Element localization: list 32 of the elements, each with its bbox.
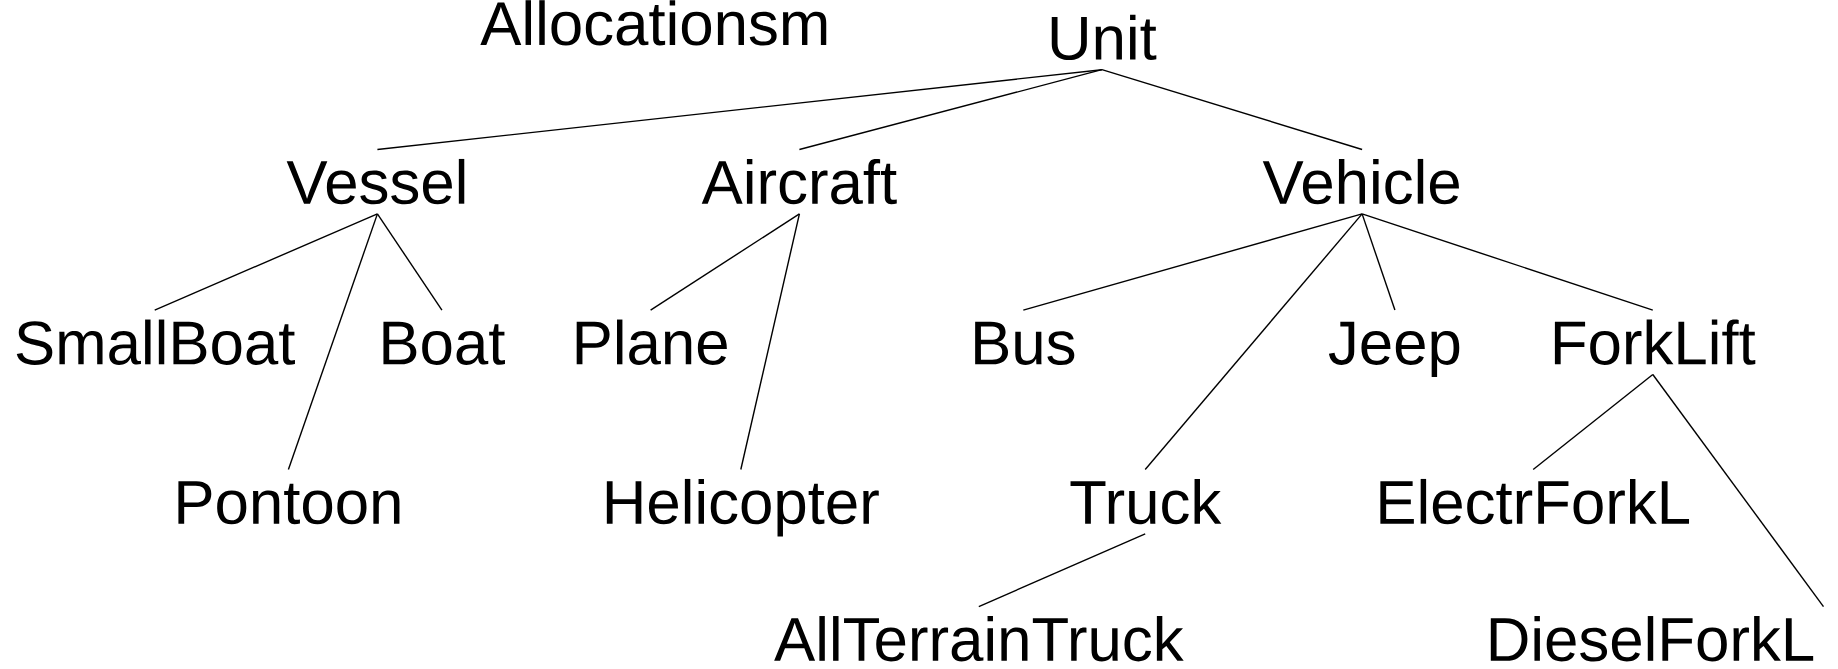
node-label: Boat — [383, 321, 505, 365]
tree-line — [154, 213, 379, 311]
node-label: Aircraft — [701, 158, 897, 205]
tree-line — [1022, 213, 1363, 311]
node-label: Unit — [1051, 14, 1157, 61]
node-label: Helicopter — [606, 478, 879, 537]
tree-line — [798, 69, 1103, 151]
node-label: SmallBoat — [16, 319, 295, 365]
node-label: ForkLift — [1554, 319, 1756, 365]
node-label: AllTerrainTruck — [774, 616, 1184, 662]
tree-line — [1361, 213, 1654, 311]
tree-line — [1361, 213, 1396, 311]
heading-text: Allocationsm — [480, 0, 827, 46]
tree-line — [287, 213, 379, 471]
tree-line — [1532, 373, 1654, 471]
tree-line — [978, 533, 1146, 608]
tree-line — [1101, 69, 1363, 151]
node-label: DieselForkL — [1490, 616, 1814, 662]
tree-line — [1144, 213, 1363, 471]
node-label: Jeep — [1328, 321, 1460, 378]
tree-line — [376, 213, 443, 311]
node-label: Pontoon — [178, 481, 400, 525]
node-label: Plane — [576, 319, 727, 365]
node-label: Vessel — [286, 158, 465, 205]
tree-line — [376, 69, 1103, 151]
node-label: Vehicle — [1262, 158, 1459, 205]
tree-line — [740, 213, 801, 471]
node-label: Bus — [975, 321, 1075, 365]
tree-line — [649, 213, 801, 311]
tree-line — [1652, 373, 1825, 608]
node-label: Truck — [1070, 478, 1222, 525]
node-label: ElectrForkL — [1380, 478, 1690, 525]
